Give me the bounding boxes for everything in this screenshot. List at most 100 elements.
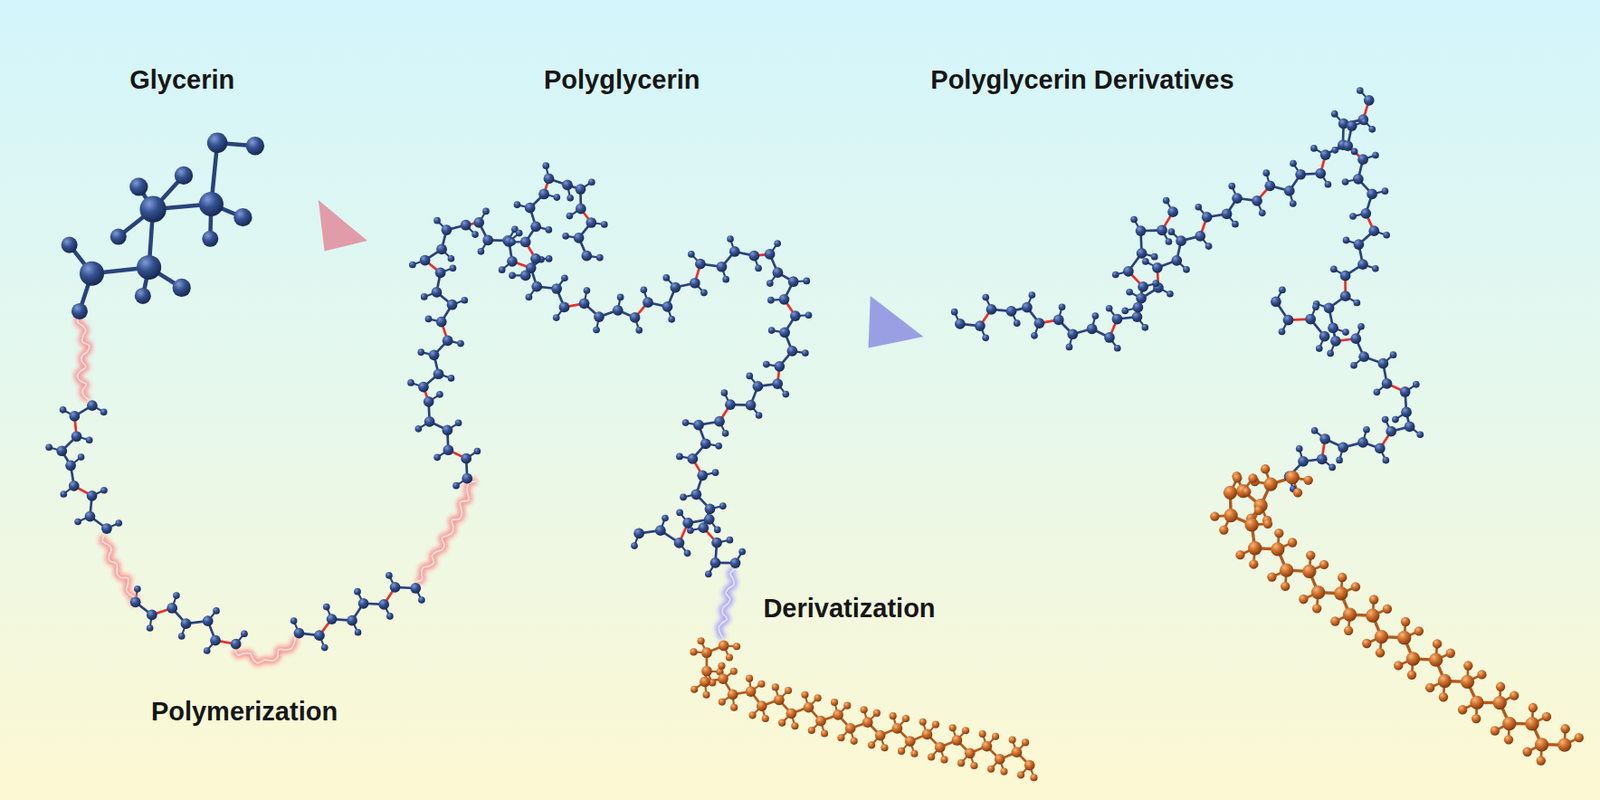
atom-ball <box>1235 550 1245 560</box>
atom-ball <box>1407 670 1417 680</box>
atom-ball <box>1391 416 1400 424</box>
atom-ball <box>1560 723 1570 734</box>
atom-ball <box>45 443 53 451</box>
atom-ball <box>1349 212 1357 220</box>
atom-ball <box>1381 378 1393 390</box>
glow-core <box>234 637 296 663</box>
atom-ball <box>390 581 401 593</box>
atom-ball <box>767 296 775 305</box>
atom-ball <box>1312 303 1320 311</box>
atom-ball <box>1375 647 1385 658</box>
atom-ball <box>101 523 113 534</box>
atom-ball <box>1353 299 1362 307</box>
atom-ball <box>233 208 252 227</box>
atom-ball <box>1304 314 1316 325</box>
atom-ball <box>1315 344 1324 353</box>
atom-ball <box>1490 725 1500 735</box>
atom-ball <box>771 378 783 390</box>
atom-ball <box>1274 528 1284 538</box>
atom-ball <box>1368 125 1376 134</box>
atom-ball <box>730 704 738 712</box>
atom-ball <box>1357 114 1369 125</box>
atom-ball <box>1029 773 1038 781</box>
atom-ball <box>843 702 851 710</box>
atom-ball <box>897 747 905 755</box>
atom-ball <box>714 526 722 534</box>
atom-ball <box>1522 747 1532 757</box>
atom-ball <box>1289 200 1297 208</box>
atom-ball <box>1493 695 1507 710</box>
atom-ball <box>717 673 729 685</box>
atom-ball <box>1141 323 1149 332</box>
atom-ball <box>203 647 211 655</box>
atom-ball <box>431 286 443 298</box>
atom-ball <box>596 254 604 262</box>
atom-ball <box>1502 716 1516 731</box>
atom-ball <box>1221 209 1233 220</box>
atom-ball <box>718 640 730 652</box>
atom-ball <box>756 700 768 712</box>
atom-ball <box>704 503 716 515</box>
atom-ball <box>1231 220 1239 229</box>
atom-ball <box>1135 225 1147 237</box>
atom-ball <box>1112 314 1124 325</box>
atom-ball <box>714 442 723 450</box>
atom-ball <box>762 361 771 369</box>
glow-line <box>102 535 135 605</box>
atom-ball <box>788 276 800 287</box>
atom-ball <box>1358 351 1370 362</box>
atom-ball <box>1168 228 1176 236</box>
atom-ball <box>566 194 574 202</box>
atom-ball <box>477 247 486 256</box>
atom-ball <box>1152 279 1160 287</box>
atom-ball <box>600 220 609 229</box>
atom-ball <box>146 624 154 632</box>
atom-ball <box>633 527 645 539</box>
atom-ball <box>409 582 421 594</box>
atom-ball <box>689 277 701 289</box>
atom-ball <box>686 453 698 465</box>
atom-ball <box>1312 603 1322 613</box>
atom-ball <box>447 374 456 382</box>
atom-ball <box>201 230 219 248</box>
atom-ball <box>699 676 711 688</box>
atom-ball <box>545 226 553 234</box>
arrow-triangle <box>868 295 924 349</box>
atom-ball <box>525 294 534 302</box>
atom-ball <box>436 390 444 399</box>
atom-ball <box>669 282 681 294</box>
atom-ball <box>979 730 987 738</box>
atom-ball <box>579 297 591 309</box>
atom-ball <box>800 691 809 699</box>
atom-ball <box>721 389 729 397</box>
atom-ball <box>166 602 178 614</box>
atom-ball <box>1331 146 1339 154</box>
atom-ball <box>1368 225 1380 237</box>
atom-ball <box>661 514 669 523</box>
atom-ball <box>1283 314 1295 326</box>
atom-ball <box>1356 86 1364 95</box>
atom-ball <box>447 299 458 311</box>
atom-ball <box>71 303 88 320</box>
atom-ball <box>1361 638 1372 648</box>
atom-ball <box>1142 257 1150 266</box>
atom-ball <box>860 705 868 714</box>
atom-ball <box>867 741 876 749</box>
atom-ball <box>538 189 550 200</box>
atom-ball <box>1397 630 1411 645</box>
atom-ball <box>1524 716 1539 731</box>
atom-ball <box>695 258 706 270</box>
atom-ball <box>436 316 448 328</box>
atom-ball <box>1328 464 1336 472</box>
atom-ball <box>515 229 524 238</box>
atom-ball <box>676 509 684 517</box>
glow-line <box>234 637 296 663</box>
atom-ball <box>674 537 686 549</box>
atom-ball <box>1400 617 1410 627</box>
atom-ball <box>1432 638 1442 648</box>
atom-ball <box>779 294 791 305</box>
atom-ball <box>65 459 77 471</box>
atom-ball <box>449 265 458 273</box>
atom-ball <box>1342 237 1351 245</box>
